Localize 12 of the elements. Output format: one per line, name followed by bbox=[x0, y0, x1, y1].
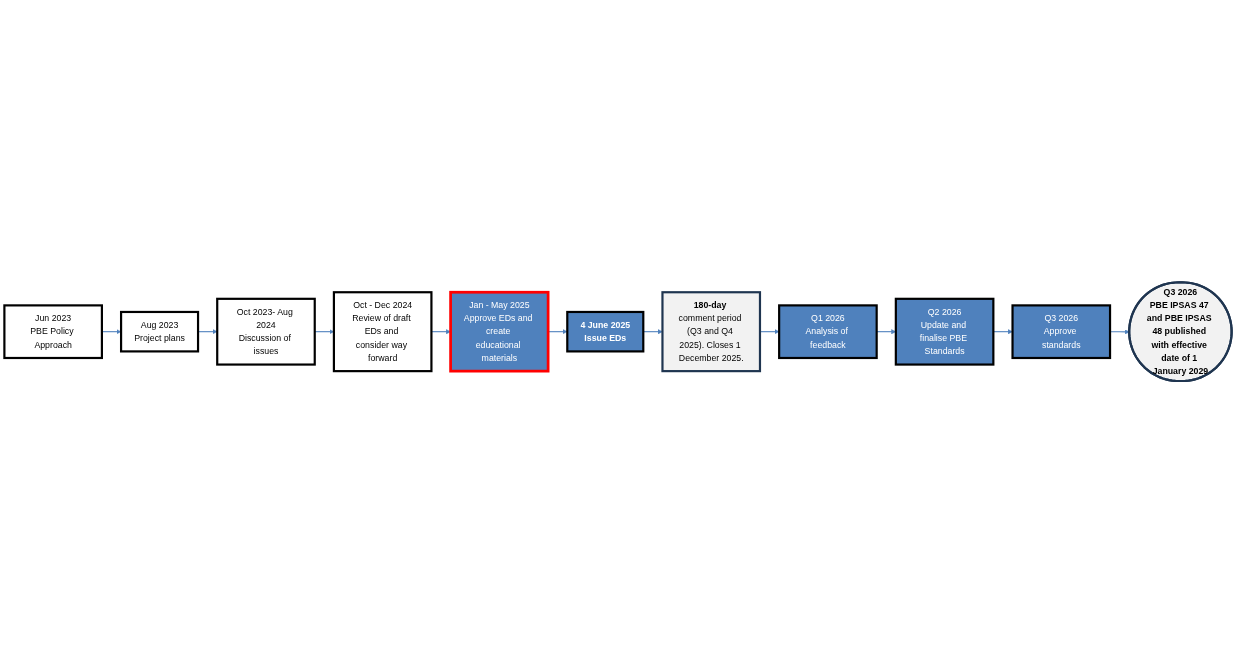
node-box: Oct 2023- Aug 2024 Discussion of issues bbox=[216, 298, 316, 366]
node-box: Q3 2026 Approve standards bbox=[1011, 304, 1112, 360]
node-box: Jan - May 2025 Approve EDs and create educational materials bbox=[449, 291, 550, 373]
node-box: Oct - Dec 2024 Review of draft EDs and consider way forward bbox=[332, 291, 433, 373]
node-box: Q2 2026 Update and finalise PBE Standards bbox=[894, 298, 995, 366]
node-box: Q1 2026 Analysis of feedback bbox=[778, 304, 878, 360]
node-box: 4 June 2025 Issue EDs bbox=[566, 311, 645, 353]
node-box: Jun 2023 PBE Policy Approach bbox=[3, 304, 103, 360]
arrow bbox=[759, 329, 780, 335]
node-box: 180-day comment period (Q3 and Q4 2025). Closes 1 December 2025. bbox=[661, 291, 762, 373]
node-box: Aug 2023 Project plans bbox=[120, 311, 200, 353]
arrow bbox=[101, 329, 122, 335]
